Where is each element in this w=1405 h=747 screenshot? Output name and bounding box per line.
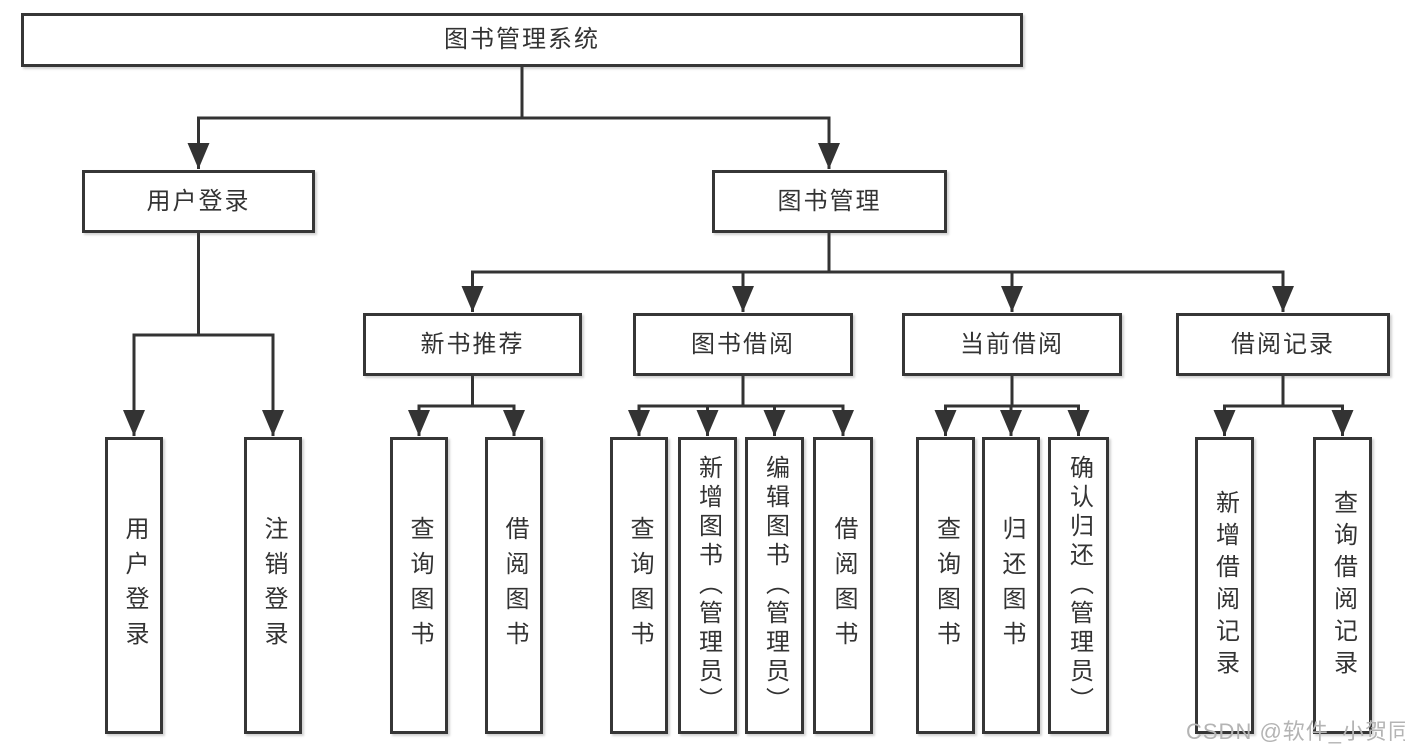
watermark: CSDN @软件_小贺同学 (1186, 719, 1405, 744)
leaf-logout: 注销登录 (244, 437, 302, 734)
node-borrow-record-label: 借阅记录 (1231, 330, 1335, 358)
node-current-borrow: 当前借阅 (902, 313, 1122, 376)
leaf-logout-label: 注销登录 (260, 515, 287, 656)
node-borrow-record: 借阅记录 (1176, 313, 1390, 376)
node-user-login-label: 用户登录 (146, 187, 251, 215)
node-user-login: 用户登录 (82, 170, 315, 233)
leaf-query-books-borrow-label: 查询图书 (626, 515, 653, 656)
node-current-borrow-label: 当前借阅 (960, 330, 1064, 358)
node-root: 图书管理系统 (21, 13, 1023, 67)
leaf-add-borrow-record-label: 新增借阅记录 (1211, 489, 1239, 682)
leaf-borrow-books-label: 借阅图书 (830, 515, 857, 656)
leaf-user-login: 用户登录 (105, 437, 163, 734)
node-book-borrow: 图书借阅 (633, 313, 853, 376)
node-book-management-label: 图书管理 (777, 187, 882, 215)
leaf-add-borrow-record: 新增借阅记录 (1195, 437, 1254, 734)
leaf-query-books-borrow: 查询图书 (610, 437, 668, 734)
leaf-confirm-return-admin-label: 确认归还（管理员） (1065, 455, 1093, 716)
leaf-return-books-label: 归还图书 (998, 515, 1025, 656)
leaf-confirm-return-admin: 确认归还（管理员） (1048, 437, 1109, 734)
node-book-borrow-label: 图书借阅 (691, 330, 795, 358)
leaf-query-borrow-record: 查询借阅记录 (1313, 437, 1372, 734)
node-new-book-recommend-label: 新书推荐 (420, 330, 525, 358)
leaf-query-books-current-label: 查询图书 (932, 515, 960, 656)
leaf-query-books-recommend-label: 查询图书 (406, 515, 433, 656)
leaf-borrow-books-recommend: 借阅图书 (485, 437, 543, 734)
leaf-borrow-books-recommend-label: 借阅图书 (501, 515, 528, 656)
node-new-book-recommend: 新书推荐 (363, 313, 582, 376)
leaf-return-books: 归还图书 (982, 437, 1040, 734)
leaf-add-books-admin: 新增图书（管理员） (678, 437, 737, 734)
leaf-query-books-recommend: 查询图书 (390, 437, 448, 734)
leaf-user-login-label: 用户登录 (121, 515, 148, 656)
leaf-add-books-admin-label: 新增图书（管理员） (694, 455, 722, 716)
node-root-label: 图书管理系统 (444, 26, 600, 53)
leaf-query-borrow-record-label: 查询借阅记录 (1329, 489, 1357, 682)
leaf-edit-books-admin-label: 编辑图书（管理员） (761, 455, 789, 716)
leaf-query-books-current: 查询图书 (916, 437, 975, 734)
leaf-edit-books-admin: 编辑图书（管理员） (745, 437, 804, 734)
node-book-management: 图书管理 (712, 170, 947, 233)
leaf-borrow-books: 借阅图书 (813, 437, 873, 734)
